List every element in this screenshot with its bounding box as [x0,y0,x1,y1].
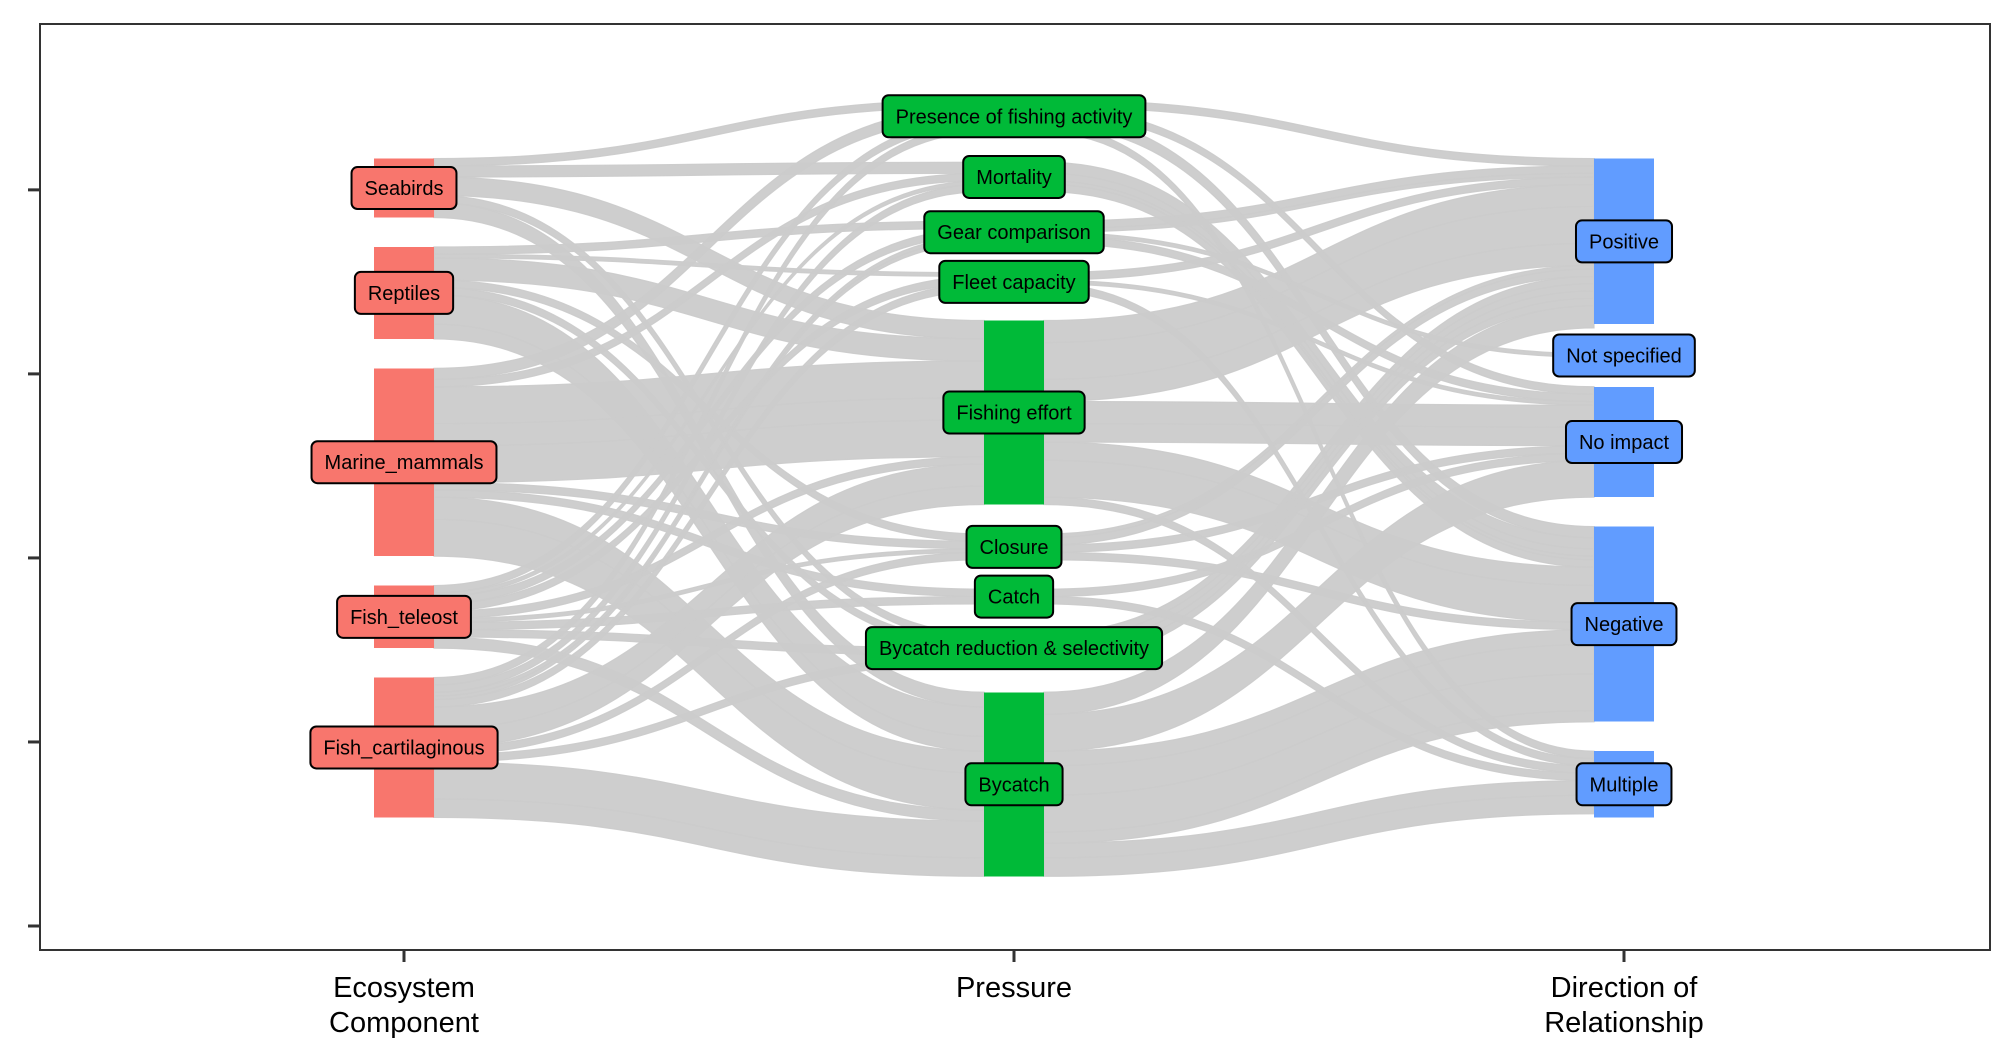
stratum-label-text: Closure [980,537,1049,559]
stratum-label-box [310,440,498,485]
flows-layer [433,99,1595,877]
stratum-label-bycatch-reduction-selectivity: Bycatch reduction & selectivity [864,626,1164,671]
stratum-label-no-impact: No impact [1564,419,1684,464]
stratum-label-text: Mortality [976,167,1052,189]
stratum-label-not-specified: Not specified [1552,333,1696,378]
stratum-label-box [864,626,1164,671]
stratum-label-text: Fleet capacity [952,272,1075,294]
stratum-labels-layer: SeabirdsReptilesMarine_mammalsFish_teleo… [309,94,1696,807]
stratum-label-multiple: Multiple [1575,762,1673,807]
stratum-label-box [938,259,1090,304]
stratum-label-catch: Catch [973,574,1055,619]
stratum-label-box [309,725,499,770]
stratum-label-box [350,166,458,211]
stratum-label-fish-cartilaginous: Fish_cartilaginous [309,725,499,770]
stratum-label-text: Multiple [1590,774,1659,796]
stratum-label-text: Marine_mammals [325,452,484,474]
stratum-label-text: Bycatch reduction & selectivity [879,638,1149,660]
stratum-label-box [973,574,1055,619]
stratum-label-box [1564,419,1684,464]
stratum-label-fish-teleost: Fish_teleost [336,594,472,639]
stratum-label-text: Fishing effort [956,403,1072,425]
flow-bycatch-to-negative [1043,710,1595,844]
stratum-label-text: Positive [1589,231,1659,253]
stratum-label-box [336,594,472,639]
stratum-label-positive: Positive [1574,219,1674,264]
stratum-label-box [965,524,1063,569]
stratum-label-presence-of-fishing-activity: Presence of fishing activity [881,94,1147,139]
stratum-label-gear-comparison: Gear comparison [923,210,1105,255]
stratum-label-box [1570,602,1678,647]
stratum-label-box [962,154,1066,199]
stratum-label-box [1575,762,1673,807]
stratum-label-text: Reptiles [368,283,440,305]
stratum-label-bycatch: Bycatch [964,762,1064,807]
stratum-label-text: Gear comparison [937,222,1090,244]
stratum-label-box [353,270,455,315]
stratum-label-box [964,762,1064,807]
stratum-label-closure: Closure [965,524,1063,569]
flow-bycatch-to-positive [1043,305,1595,715]
stratum-label-marine-mammals: Marine_mammals [310,440,498,485]
stratum-label-text: No impact [1579,432,1669,454]
stratum-label-negative: Negative [1570,602,1678,647]
stratum-label-text: Bycatch [978,774,1049,796]
flow-bycatch-to-no-impact [1043,459,1595,752]
stratum-label-box [942,390,1086,435]
stratum-label-text: Fish_cartilaginous [323,737,484,759]
stratum-label-box [1574,219,1674,264]
stratum-label-text: Fish_teleost [350,607,458,629]
stratum-label-box [881,94,1147,139]
stratum-label-box [923,210,1105,255]
stratum-label-reptiles: Reptiles [353,270,455,315]
stratum-label-seabirds: Seabirds [350,166,458,211]
stratum-label-text: Seabirds [365,178,444,200]
flow-fishing-effort-to-no-impact [1043,422,1595,447]
stratum-label-text: Presence of fishing activity [896,106,1133,128]
stratum-label-fishing-effort: Fishing effort [942,390,1086,435]
stratum-label-text: Negative [1585,614,1664,636]
flow-fish-cartilaginous-to-bycatch [433,798,985,877]
x-axis-label-pressure: Pressure [956,972,1072,1004]
stratum-label-fleet-capacity: Fleet capacity [938,259,1090,304]
stratum-label-text: Catch [988,587,1040,609]
stratum-label-box [1552,333,1696,378]
stratum-label-text: Not specified [1566,345,1682,367]
stratum-label-mortality: Mortality [962,154,1066,199]
